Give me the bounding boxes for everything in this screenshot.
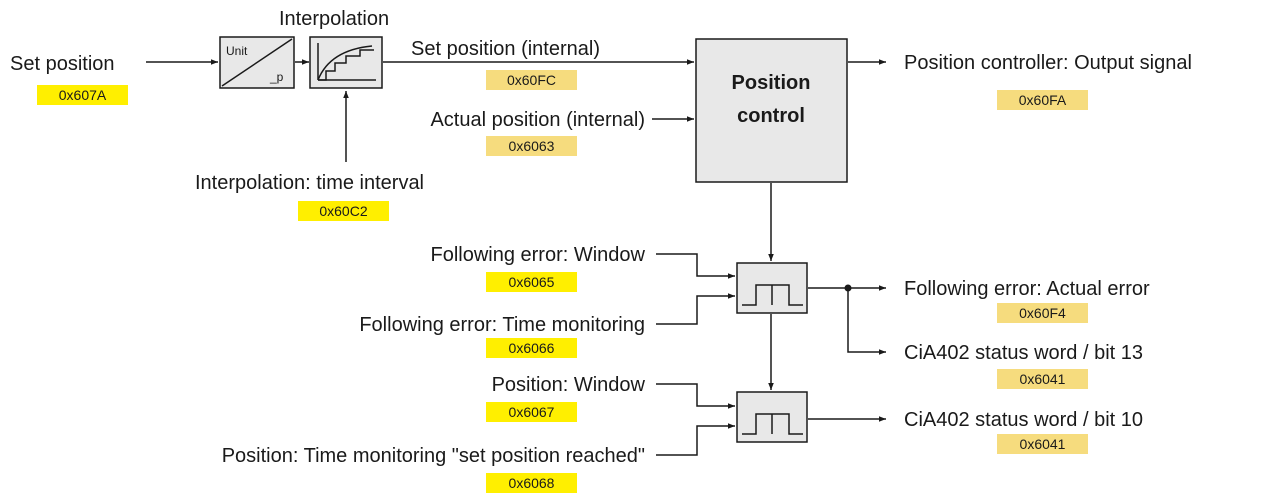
interpolation-block xyxy=(309,36,383,89)
set-position-internal-label: Set position (internal) xyxy=(411,38,600,60)
position-time-monitoring-label: Position: Time monitoring "set position … xyxy=(222,445,645,467)
status-bit10-code: 0x6041 xyxy=(1020,436,1066,452)
interpolation-time-interval-label: Interpolation: time interval xyxy=(195,172,424,194)
position-window-comparator-block xyxy=(736,391,808,443)
position-window-code: 0x6067 xyxy=(509,404,555,420)
position-control-label-line1: Position xyxy=(732,72,811,94)
interpolation-time-interval-code: 0x60C2 xyxy=(319,203,367,219)
unit-top-label: Unit xyxy=(226,44,248,58)
following-error-window-code: 0x6065 xyxy=(509,274,555,290)
position-control-label-line2: control xyxy=(737,105,805,127)
position-window-label: Position: Window xyxy=(492,374,646,396)
set-position-code: 0x607A xyxy=(59,87,107,103)
actual-position-internal-code: 0x6063 xyxy=(509,138,555,154)
set-position-internal-code: 0x60FC xyxy=(507,72,556,88)
following-error-time-monitoring-code: 0x6066 xyxy=(509,340,555,356)
unit-conversion-block: Unit _p xyxy=(219,36,295,89)
following-error-actual-code: 0x60F4 xyxy=(1019,305,1066,321)
actual-position-internal-label: Actual position (internal) xyxy=(430,109,645,131)
following-error-actual-label: Following error: Actual error xyxy=(904,278,1150,300)
connection-lines xyxy=(146,59,886,456)
status-bit10-label: CiA402 status word / bit 10 xyxy=(904,409,1143,431)
junction-dot xyxy=(844,284,852,292)
interpolation-label: Interpolation xyxy=(279,8,389,30)
position-time-monitoring-code: 0x6068 xyxy=(509,475,555,491)
unit-bottom-label: _p xyxy=(269,70,284,84)
code-highlights xyxy=(37,70,1088,493)
status-bit13-code: 0x6041 xyxy=(1020,371,1066,387)
position-control-block: Position control xyxy=(695,38,848,183)
set-position-label: Set position xyxy=(10,53,115,75)
position-controller-output-label: Position controller: Output signal xyxy=(904,52,1192,74)
following-error-time-monitoring-label: Following error: Time monitoring xyxy=(359,314,645,336)
following-error-window-label: Following error: Window xyxy=(430,244,645,266)
status-bit13-label: CiA402 status word / bit 13 xyxy=(904,342,1143,364)
position-controller-output-code: 0x60FA xyxy=(1019,92,1067,108)
following-error-comparator-block xyxy=(736,262,808,314)
